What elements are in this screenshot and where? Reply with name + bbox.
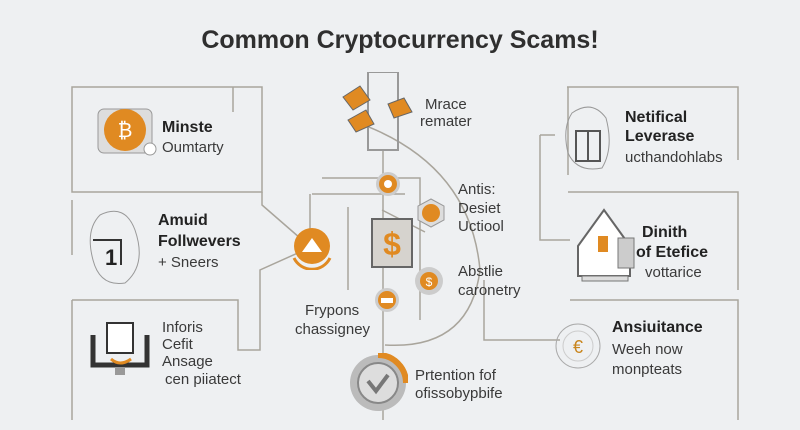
right-item-1-text: ucthandohlabs — [625, 149, 723, 166]
left-item-1-text: Oumtarty — [162, 139, 224, 156]
center-left-line-2: chassigney — [295, 321, 371, 338]
center-mid2-line-1: Abstlie — [458, 263, 504, 280]
right-item-2-title2: of Etefice — [636, 244, 709, 261]
left-item-2-text: + Sneers — [158, 254, 219, 271]
calendar-icon: 1 — [85, 205, 147, 292]
center-left-line-1: Frypons — [305, 302, 360, 319]
left-item-3-line-1: Inforis — [162, 319, 203, 336]
center-mid2-line-2: caronetry — [458, 282, 521, 299]
left-item-1-title: Minste — [162, 119, 213, 136]
card-gear-icon — [373, 286, 401, 319]
gear-icon — [374, 170, 402, 203]
right-item-3-title: Ansiuitance — [612, 319, 703, 336]
center-mid1-line-2: Desiet — [458, 200, 501, 217]
svg-text:€: € — [573, 337, 583, 357]
monitor-chip-icon — [85, 315, 155, 385]
dollar-box-icon: $ — [370, 217, 414, 274]
right-item-2-text: vottarice — [645, 264, 702, 281]
left-item-2-title: Amuid — [158, 212, 208, 229]
right-item-2-title: Dinith — [642, 224, 688, 241]
bank-building-icon — [572, 206, 638, 287]
left-item-2-title2: Follwevers — [158, 233, 241, 250]
warning-house-icon — [290, 222, 334, 275]
right-item-3-line-1: Weeh now — [612, 341, 683, 358]
head-profile-icon — [562, 103, 612, 178]
mining-cards-icon — [338, 71, 418, 157]
center-mid1-line-3: Uctiool — [458, 218, 504, 235]
center-bottom-line-2: ofissobypbife — [415, 385, 503, 402]
right-item-1-title: Netifical — [625, 109, 688, 126]
page-title: Common Cryptocurrency Scams! — [201, 26, 599, 54]
left-item-3-line-3: Ansage — [162, 353, 213, 370]
left-item-3-line-4: cen piiatect — [165, 371, 241, 388]
coin-gear-icon — [416, 198, 446, 233]
euro-coin-icon: € — [553, 322, 603, 375]
right-item-3-line-2: monpteats — [612, 361, 683, 378]
right-item-1-title2: Leverase — [625, 128, 695, 145]
left-item-3-line-2: Cefit — [162, 336, 193, 353]
center-mid1-line-1: Antis: — [458, 181, 496, 198]
svg-text:$: $ — [426, 275, 433, 289]
center-top-line-2: remater — [420, 113, 472, 130]
svg-text:1: 1 — [105, 245, 117, 270]
center-top-line-1: Mrace — [425, 96, 467, 113]
svg-text:$: $ — [383, 226, 401, 262]
bitcoin-coin-icon: ₿ — [92, 97, 158, 168]
check-gear-icon — [348, 352, 409, 418]
dollar-gear-icon: $ — [413, 265, 445, 302]
center-bottom-line-1: Prtention fof — [415, 367, 496, 384]
svg-text:₿: ₿ — [118, 120, 133, 142]
